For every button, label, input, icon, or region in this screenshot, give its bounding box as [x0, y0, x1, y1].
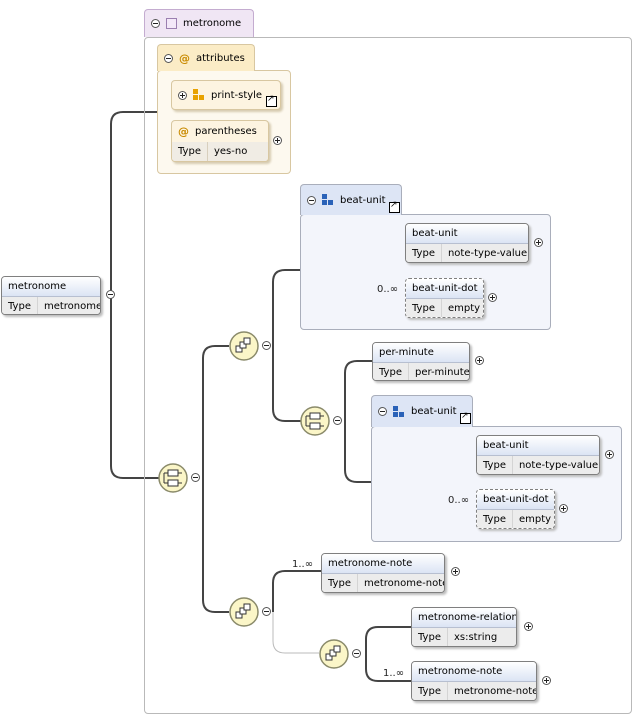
metronome-relation-element[interactable]: metronome-relation Type xs:string [411, 607, 517, 647]
complex-type-tab[interactable]: metronome [144, 9, 254, 37]
beat-unit-element-2[interactable]: beat-unit Type note-type-value [476, 435, 600, 475]
type-label: Type [322, 574, 358, 592]
print-style-name: print-style [211, 89, 263, 101]
type-value: metronome [37, 297, 100, 314]
print-style-attribute-group[interactable]: print-style [171, 80, 281, 110]
reference-link-icon[interactable] [460, 411, 471, 424]
element-name: beat-unit [406, 224, 528, 244]
beat-unit-group-tab-2[interactable]: beat-unit [371, 395, 473, 427]
type-value: note-type-value [441, 244, 528, 262]
type-label: Type [172, 142, 208, 161]
type-value: xs:string [447, 628, 516, 646]
sequence-collapse-icon[interactable] [352, 649, 361, 658]
group-icon [322, 194, 334, 206]
element-name: beat-unit [477, 436, 599, 456]
expand-icon[interactable] [559, 504, 568, 513]
root-element-metronome[interactable]: metronome Type metronome [1, 276, 101, 315]
collapse-icon[interactable] [307, 195, 316, 205]
type-label: Type [412, 628, 448, 646]
type-label: Type [477, 456, 513, 474]
element-name: metronome-note [322, 554, 444, 574]
parentheses-name: parentheses [195, 126, 257, 137]
element-name: per-minute [373, 343, 469, 363]
type-value: per-minute [408, 363, 469, 380]
attribute-group-icon [193, 89, 205, 101]
occurrence-label: 1..∞ [292, 559, 314, 570]
collapse-icon[interactable] [151, 19, 160, 28]
expand-icon[interactable] [178, 90, 187, 100]
attribute-icon: @ [179, 51, 190, 65]
expand-icon[interactable] [605, 450, 614, 459]
occurrence-label: 0..∞ [377, 284, 399, 295]
type-value: empty [441, 299, 483, 317]
metronome-note-element-1[interactable]: metronome-note Type metronome-note [321, 553, 445, 593]
per-minute-element[interactable]: per-minute Type per-minute [372, 342, 470, 381]
element-name: beat-unit-dot [406, 279, 483, 299]
element-name: metronome-relation [412, 608, 516, 628]
expand-icon[interactable] [451, 567, 460, 576]
type-value: note-type-value [512, 456, 599, 474]
type-value: metronome-note [357, 574, 444, 592]
attributes-tab[interactable]: @ attributes [157, 44, 255, 71]
reference-link-icon[interactable] [266, 94, 277, 107]
collapse-icon[interactable] [106, 290, 115, 299]
parentheses-attribute[interactable]: @ parentheses Type yes-no [171, 120, 269, 162]
expand-icon[interactable] [475, 356, 484, 365]
type-label: Type [373, 363, 409, 380]
beat-unit-dot-element-2[interactable]: beat-unit-dot Type empty [476, 489, 555, 529]
type-value: yes-no [207, 142, 268, 161]
choice-collapse-icon[interactable] [191, 473, 200, 482]
element-name: metronome [2, 277, 100, 297]
expand-icon[interactable] [542, 676, 551, 685]
type-label: Type [477, 510, 513, 528]
sequence-collapse-icon[interactable] [262, 607, 271, 616]
type-label: Type [406, 244, 442, 262]
attribute-icon: @ [178, 125, 189, 138]
collapse-icon[interactable] [378, 407, 387, 416]
occurrence-label: 0..∞ [448, 495, 470, 506]
expand-icon[interactable] [488, 293, 497, 302]
collapse-icon[interactable] [164, 53, 173, 63]
complex-type-icon [166, 18, 177, 29]
occurrence-label: 1..∞ [383, 668, 405, 679]
attributes-label: attributes [196, 52, 245, 64]
element-name: beat-unit-dot [477, 490, 554, 510]
reference-link-icon[interactable] [389, 200, 400, 213]
choice-collapse-icon[interactable] [333, 416, 342, 425]
group-name: beat-unit [411, 406, 457, 417]
expand-icon[interactable] [534, 238, 543, 247]
type-label: Type [406, 299, 442, 317]
type-label: Type [412, 682, 448, 700]
metronome-note-element-2[interactable]: metronome-note Type metronome-note [411, 661, 537, 701]
expand-icon[interactable] [273, 136, 282, 145]
element-name: metronome-note [412, 662, 536, 682]
beat-unit-group-tab-1[interactable]: beat-unit [300, 184, 402, 215]
type-value: empty [512, 510, 554, 528]
group-name: beat-unit [340, 194, 386, 206]
type-label: Type [2, 297, 38, 314]
complex-type-name: metronome [183, 18, 242, 29]
beat-unit-dot-element-1[interactable]: beat-unit-dot Type empty [405, 278, 484, 318]
group-icon [393, 405, 405, 418]
complex-type-panel [144, 37, 632, 714]
type-value: metronome-note [447, 682, 536, 700]
sequence-collapse-icon[interactable] [262, 341, 271, 350]
expand-icon[interactable] [524, 622, 533, 631]
beat-unit-element-1[interactable]: beat-unit Type note-type-value [405, 223, 529, 263]
